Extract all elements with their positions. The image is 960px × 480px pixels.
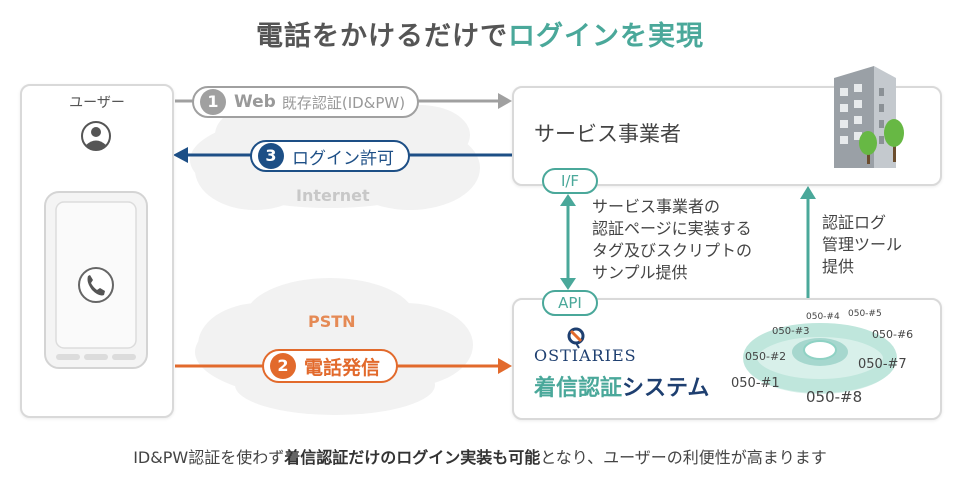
title-part1: 電話をかけるだけで [256, 21, 508, 52]
step-1-label: 既存認証(ID&PW) [281, 93, 406, 112]
step-3-pill: 3 ログイン許可 [250, 140, 410, 172]
phone-number-1: 050-#1 [731, 376, 780, 391]
ostiaries-logo-icon [567, 327, 585, 349]
system-name: 着信認証システム [534, 370, 709, 402]
phone-number-4: 050-#4 [806, 312, 840, 322]
service-label: サービス事業者 [534, 122, 681, 146]
internet-label: Internet [296, 186, 370, 205]
arrow-if-api-head-top [560, 194, 576, 206]
phone-number-5: 050-#5 [848, 309, 882, 319]
system-name-colored: 着信認証 [534, 376, 623, 401]
step-1-number: 1 [200, 89, 226, 115]
system-name-rest: システム [622, 376, 710, 401]
page-title: 電話をかけるだけでログインを実現 [0, 14, 960, 53]
step-2-label: 電話発信 [304, 356, 381, 379]
phone-number-8: 050-#8 [806, 388, 863, 406]
phone-number-disk [743, 323, 897, 394]
phone-number-6: 050-#6 [872, 328, 914, 341]
phone-call-icon [78, 267, 114, 303]
phone-number-7: 050-#7 [858, 357, 907, 372]
arrow-web-auth-head [498, 93, 512, 109]
ostiaries-logo-text: OSTIARIES [534, 346, 637, 365]
step-1-label-bold: Web [234, 92, 276, 112]
arrow-phone-call-head [498, 358, 512, 374]
step-1-pill: 1 Web 既存認証(ID&PW) [192, 86, 420, 118]
step-2-number: 2 [270, 353, 296, 379]
api-badge: API [542, 290, 598, 316]
arrow-if-api-head-bottom [560, 278, 576, 290]
user-label: ユーザー [69, 95, 125, 111]
phone-number-2: 050-#2 [745, 350, 787, 363]
log-tool-note: 認証ログ 管理ツール 提供 [822, 213, 903, 276]
step-3-label: ログイン許可 [292, 148, 394, 169]
footer-text: ID&PW認証を使わず着信認証だけのログイン実装も可能となり、ユーザーの利便性が… [133, 448, 827, 467]
pstn-label: PSTN [308, 312, 356, 331]
footer-emphasis: 着信認証だけのログイン実装も可能 [284, 448, 541, 467]
phone-number-3: 050-#3 [772, 326, 810, 337]
if-badge: I/F [542, 168, 598, 194]
step-3-number: 3 [258, 143, 284, 169]
arrow-login-permit-head [173, 147, 188, 163]
arrow-log-tool-head [800, 186, 816, 199]
tree-icon [859, 119, 904, 164]
integration-note: サービス事業者の 認証ページに実装する タグ及びスクリプトの サンプル提供 [592, 197, 753, 282]
step-2-pill: 2 電話発信 [262, 349, 399, 383]
title-highlight: ログインを実現 [508, 21, 704, 52]
user-icon [81, 121, 111, 151]
